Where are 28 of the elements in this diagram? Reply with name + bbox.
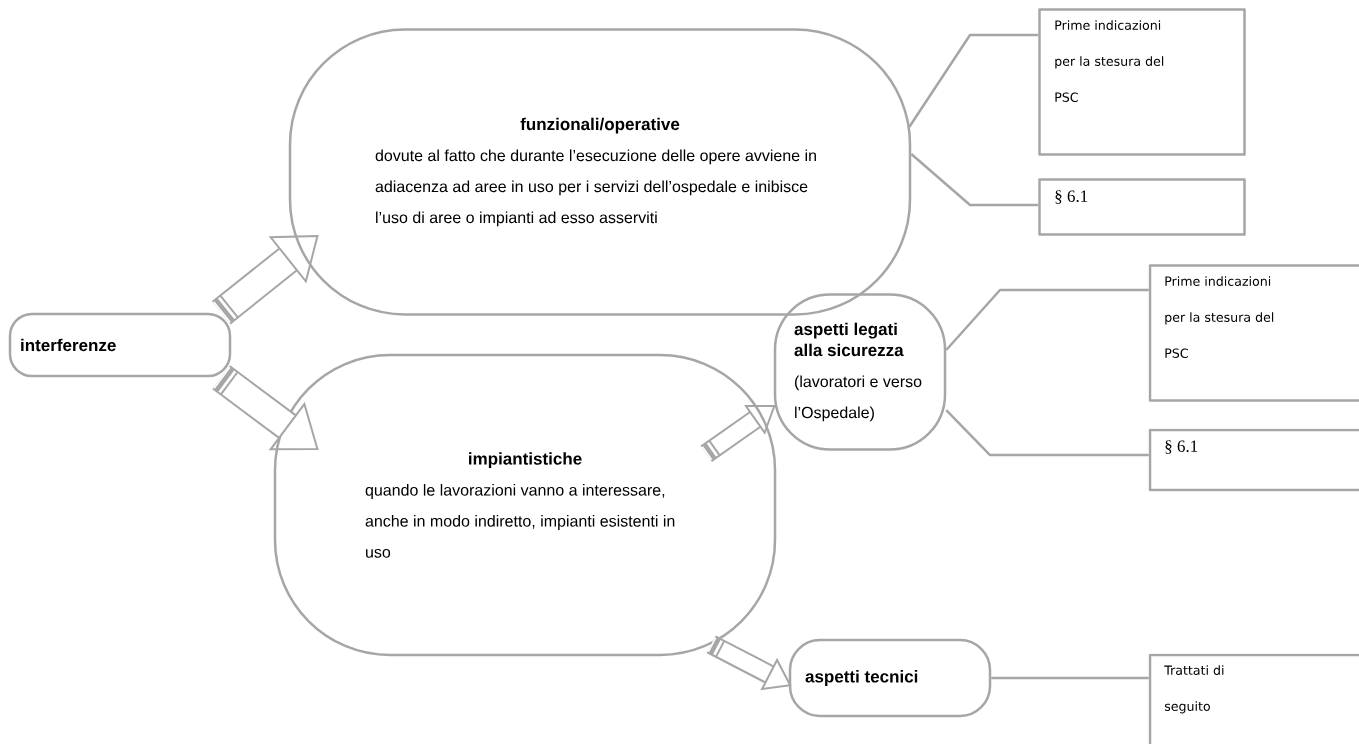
label-text: aspetti tecnici [805, 670, 918, 686]
heading-text: impiantistiche [469, 452, 582, 469]
rounded-box [788, 638, 992, 718]
rounded-box [8, 312, 232, 378]
connector-line [908, 33, 1039, 128]
body-text: (lavoratori e verso l’Ospedale) [795, 375, 922, 422]
text-box [1148, 653, 1359, 744]
label-text: Prime indicazioni per la stesura del PSC [1055, 20, 1164, 102]
label-text: § 6.1 [1165, 440, 1198, 454]
body-text: dovute al fatto che durante l’esecuzione delle opere avviene in adiacenza ad aree in uso per i servizi dell’ospedale e inibisce l’uso di aree o impianti ad esso asserviti [375, 149, 816, 227]
body-text: quando le lavorazioni vanno a interessare, anche in modo indiretto, impianti esistenti in uso [365, 484, 675, 558]
label-text: Trattati di seguito [1164, 665, 1224, 714]
text-box [1038, 8, 1246, 156]
connector-line [910, 153, 1039, 207]
heading-text: funzionali/operative [520, 117, 680, 134]
connector-line [945, 409, 1149, 457]
label-text: interferenze [21, 338, 116, 352]
heading-text: aspetti legati alla sicurezza [794, 322, 904, 357]
label-text: Prime indicazioni per la stesura del PSC [1165, 276, 1274, 358]
text-box [1038, 178, 1246, 236]
connector-line [945, 288, 1149, 351]
text-box [1148, 428, 1359, 492]
label-text: § 6.1 [1055, 190, 1088, 204]
rounded-box [773, 293, 947, 451]
rounded-box [288, 28, 912, 316]
text-box [1148, 264, 1359, 402]
rounded-box [273, 353, 777, 657]
connector-line [991, 676, 1149, 680]
